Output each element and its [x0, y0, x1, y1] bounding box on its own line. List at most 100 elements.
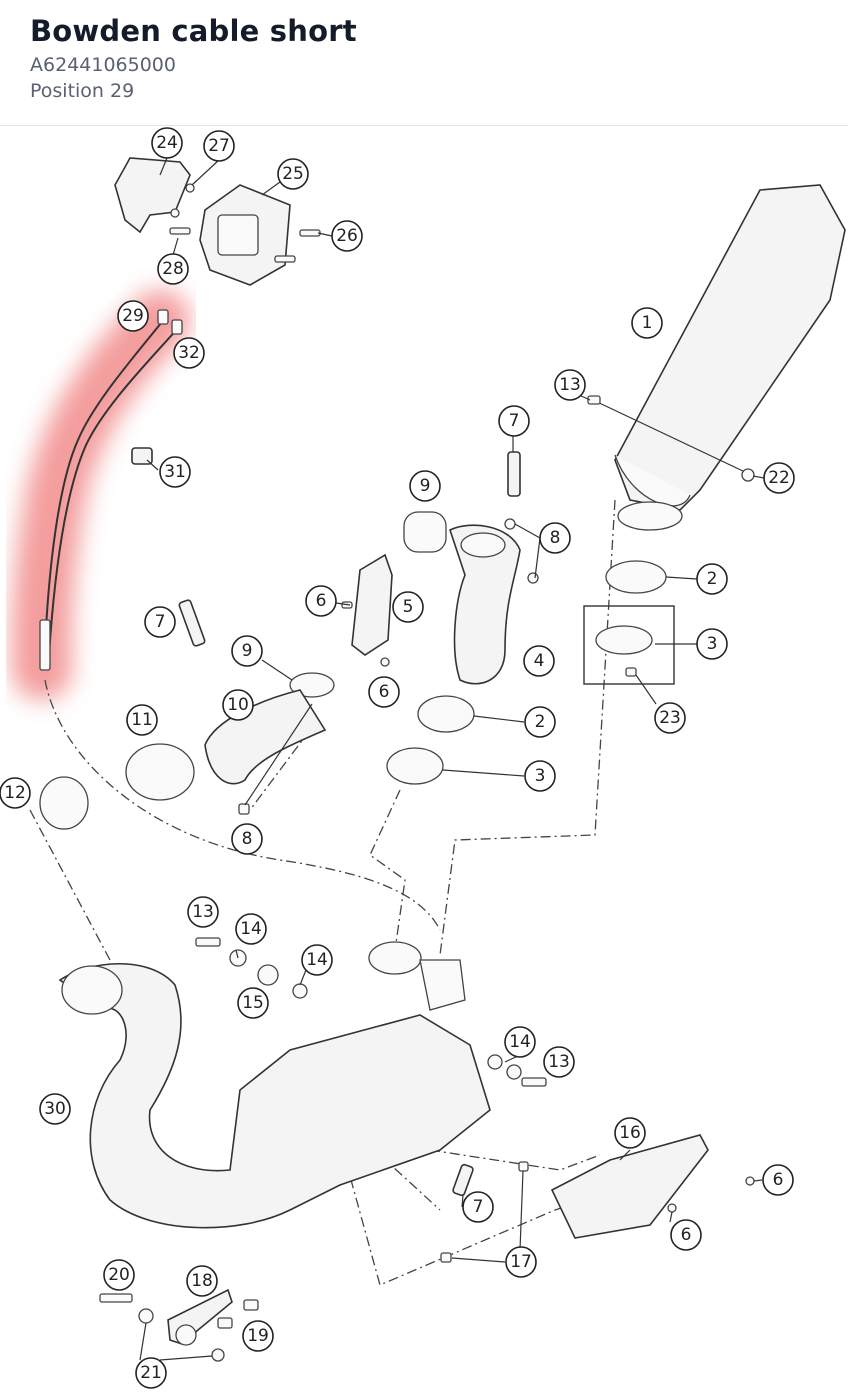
bowden-cables [39, 309, 183, 671]
callout-23[interactable]: 23 [654, 702, 686, 734]
callout-28[interactable]: 28 [157, 253, 189, 285]
callout-label: 6 [773, 1170, 784, 1190]
callout-3-lower[interactable]: 3 [524, 760, 556, 792]
page-title: Bowden cable short [30, 14, 357, 48]
callout-label: 26 [336, 226, 358, 246]
callout-22[interactable]: 22 [763, 462, 795, 494]
callout-label: 31 [164, 462, 186, 482]
callout-19[interactable]: 19 [242, 1320, 274, 1352]
callout-label: 28 [162, 259, 184, 279]
callout-label: 14 [306, 950, 328, 970]
callout-12[interactable]: 12 [0, 777, 31, 809]
callout-26[interactable]: 26 [331, 220, 363, 252]
callout-9-upper[interactable]: 9 [409, 470, 441, 502]
callout-label: 22 [768, 468, 790, 488]
callout-label: 17 [510, 1252, 532, 1272]
callout-4[interactable]: 4 [523, 645, 555, 677]
callout-27[interactable]: 27 [203, 130, 235, 162]
callout-8-lower[interactable]: 8 [231, 823, 263, 855]
callout-label: 29 [122, 306, 144, 326]
callout-7-lower[interactable]: 7 [462, 1191, 494, 1223]
callout-31[interactable]: 31 [159, 456, 191, 488]
gasket-9-upper [403, 511, 447, 553]
callout-14-b[interactable]: 14 [301, 944, 333, 976]
callout-6-c[interactable]: 6 [762, 1164, 794, 1196]
callout-13-middle[interactable]: 13 [187, 896, 219, 928]
oxygen-sensor-top [507, 451, 521, 497]
callout-label: 7 [155, 612, 166, 632]
callout-label: 14 [240, 919, 262, 939]
callout-10[interactable]: 10 [222, 689, 254, 721]
callout-label: 13 [192, 902, 214, 922]
callout-label: 3 [707, 634, 718, 654]
oxygen-sensor-middle [178, 599, 206, 647]
callout-2-lower[interactable]: 2 [524, 706, 556, 738]
muffler-part [614, 184, 846, 531]
callout-25[interactable]: 25 [277, 158, 309, 190]
callout-13-upper[interactable]: 13 [554, 369, 586, 401]
callout-14-a[interactable]: 14 [235, 913, 267, 945]
callout-30[interactable]: 30 [39, 1093, 71, 1125]
oxygen-sensor-lower [452, 1163, 474, 1197]
gasket-2-lower [417, 695, 475, 733]
callout-label: 5 [403, 597, 414, 617]
callout-2-upper[interactable]: 2 [696, 563, 728, 595]
callout-label: 14 [509, 1032, 531, 1052]
callout-6-a[interactable]: 6 [305, 585, 337, 617]
callout-label: 32 [178, 343, 200, 363]
callout-9-lower[interactable]: 9 [231, 635, 263, 667]
callout-3-upper[interactable]: 3 [696, 628, 728, 660]
callout-label: 20 [108, 1265, 130, 1285]
nut-8b [238, 803, 250, 815]
gasket-2-upper [605, 560, 667, 594]
part-number: A62441065000 [30, 54, 176, 76]
callout-13-right[interactable]: 13 [543, 1046, 575, 1078]
callout-21[interactable]: 21 [135, 1357, 167, 1389]
screw-6d [667, 1203, 677, 1213]
callout-8-upper[interactable]: 8 [539, 522, 571, 554]
callout-label: 2 [707, 569, 718, 589]
callout-32[interactable]: 32 [173, 337, 205, 369]
ring-12 [39, 776, 89, 830]
callout-label: 21 [140, 1363, 162, 1383]
nut-6b [380, 657, 390, 667]
callout-6-b[interactable]: 6 [368, 676, 400, 708]
clamp-11 [125, 743, 195, 801]
callout-label: 9 [420, 476, 431, 496]
callout-label: 30 [44, 1099, 66, 1119]
callout-7-middle[interactable]: 7 [144, 606, 176, 638]
callout-label: 3 [535, 766, 546, 786]
callout-6-d[interactable]: 6 [670, 1219, 702, 1251]
callout-label: 23 [659, 708, 681, 728]
callout-label: 16 [619, 1123, 641, 1143]
callout-15[interactable]: 15 [237, 987, 269, 1019]
clamp-3-lower [386, 747, 444, 785]
callout-5[interactable]: 5 [392, 591, 424, 623]
callout-14-c[interactable]: 14 [504, 1026, 536, 1058]
callout-1[interactable]: 1 [631, 307, 663, 339]
callout-24[interactable]: 24 [151, 127, 183, 159]
mounting-bolt-upper [587, 395, 755, 482]
callout-label: 12 [4, 783, 26, 803]
callout-label: 24 [156, 133, 178, 153]
clamp-3-upper [595, 625, 653, 655]
callout-7-top[interactable]: 7 [498, 405, 530, 437]
callout-20[interactable]: 20 [103, 1259, 135, 1291]
callout-label: 7 [473, 1197, 484, 1217]
screw-17a [518, 1161, 529, 1172]
actuator-assembly [114, 157, 321, 286]
callout-18[interactable]: 18 [186, 1265, 218, 1297]
callout-label: 2 [535, 712, 546, 732]
clamp-box [583, 605, 675, 685]
callout-label: 27 [208, 136, 230, 156]
callout-29[interactable]: 29 [117, 300, 149, 332]
highlight-bowden-cable [11, 290, 190, 700]
callout-17[interactable]: 17 [505, 1246, 537, 1278]
heat-shield-small [351, 553, 393, 656]
callout-16[interactable]: 16 [614, 1117, 646, 1149]
callout-label: 8 [550, 528, 561, 548]
leader-lines [139, 157, 765, 1361]
callout-label: 13 [548, 1052, 570, 1072]
callout-11[interactable]: 11 [126, 704, 158, 736]
callout-label: 18 [191, 1271, 213, 1291]
